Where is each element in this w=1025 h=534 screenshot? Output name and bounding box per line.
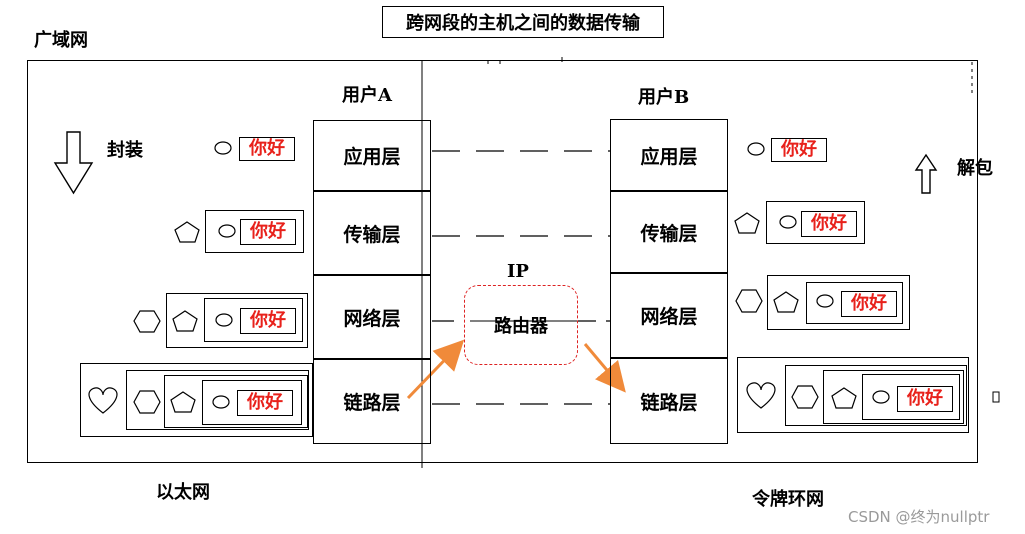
transport-segment	[823, 370, 964, 424]
user-a-application-layer: 应用层	[313, 120, 431, 191]
heart-icon	[88, 387, 118, 414]
user-a-network-layer: 网络层	[313, 275, 431, 359]
user-b-application-layer: 应用层	[610, 119, 728, 191]
layer-label: 传输层	[343, 223, 401, 246]
payload-hello: 你好	[801, 211, 857, 237]
token-ring-label: 令牌环网	[752, 489, 824, 510]
ellipse-icon	[212, 395, 230, 409]
wan-label: 广域网	[34, 30, 88, 51]
transport-segment	[806, 282, 903, 324]
pentagon-icon	[170, 391, 196, 413]
layer-label: 网络层	[343, 307, 401, 330]
encapsulate-label: 封装	[107, 140, 143, 161]
hexagon-icon	[791, 385, 819, 409]
hexagon-icon	[133, 390, 161, 414]
layer-label: 链路层	[640, 391, 698, 414]
app-data-box	[862, 374, 960, 420]
wan-boundary	[27, 60, 978, 463]
network-packet	[126, 370, 309, 430]
link-frame	[737, 357, 969, 433]
ethernet-label: 以太网	[156, 482, 210, 503]
ellipse-icon	[215, 313, 233, 327]
up-arrow-icon	[914, 153, 938, 194]
layer-label: 网络层	[640, 306, 698, 328]
pentagon-icon	[172, 310, 198, 332]
layer-label: 应用层	[640, 145, 698, 168]
user-b-network-layer: 网络层	[610, 273, 728, 358]
edge-fragment	[992, 391, 1000, 403]
user-b-label: 用户B	[638, 87, 690, 108]
transport-segment	[204, 298, 303, 342]
app-data-box	[202, 380, 302, 425]
network-packet	[767, 275, 910, 330]
payload-hello: 你好	[240, 219, 296, 245]
down-arrow-icon	[53, 131, 94, 195]
pentagon-icon	[831, 387, 857, 409]
watermark: CSDN @终为nullptr	[848, 508, 990, 526]
hexagon-icon	[133, 310, 161, 333]
ellipse-icon	[779, 215, 797, 229]
ellipse-icon	[872, 390, 890, 404]
transport-segment	[164, 375, 308, 428]
ip-label: IP	[507, 261, 529, 282]
payload-hello: 你好	[841, 291, 897, 317]
arrow-from-router	[583, 343, 626, 393]
ellipse-icon	[747, 142, 765, 156]
decapsulate-label: 解包	[957, 158, 993, 179]
layer-label: 传输层	[640, 222, 698, 245]
user-a-link-layer: 链路层	[313, 359, 431, 444]
transport-segment	[766, 201, 865, 244]
arrow-to-router	[406, 339, 465, 400]
user-b-transport-layer: 传输层	[610, 191, 728, 273]
hexagon-icon	[735, 289, 763, 313]
link-frame	[80, 363, 313, 437]
transport-segment	[205, 210, 304, 253]
payload-hello: 你好	[240, 308, 296, 334]
layer-label: 应用层	[343, 146, 401, 168]
pentagon-icon	[174, 221, 200, 243]
pentagon-icon	[734, 212, 760, 234]
payload-hello: 你好	[239, 137, 295, 161]
payload-hello: 你好	[897, 386, 953, 412]
router-label: 路由器	[494, 316, 548, 337]
user-b-link-layer: 链路层	[610, 358, 728, 444]
diagram-title: 跨网段的主机之间的数据传输	[382, 6, 664, 38]
ellipse-icon	[816, 294, 834, 308]
user-a-label: 用户A	[342, 85, 392, 106]
layer-label: 链路层	[343, 392, 401, 414]
network-packet	[166, 293, 308, 348]
payload-hello: 你好	[771, 138, 827, 162]
router-box: 路由器	[464, 285, 578, 365]
pentagon-icon	[773, 291, 799, 313]
ellipse-icon	[218, 224, 236, 238]
ellipse-icon	[214, 141, 232, 155]
payload-hello: 你好	[237, 390, 293, 416]
user-a-transport-layer: 传输层	[313, 191, 431, 275]
network-packet	[785, 365, 967, 426]
heart-icon	[746, 382, 776, 409]
